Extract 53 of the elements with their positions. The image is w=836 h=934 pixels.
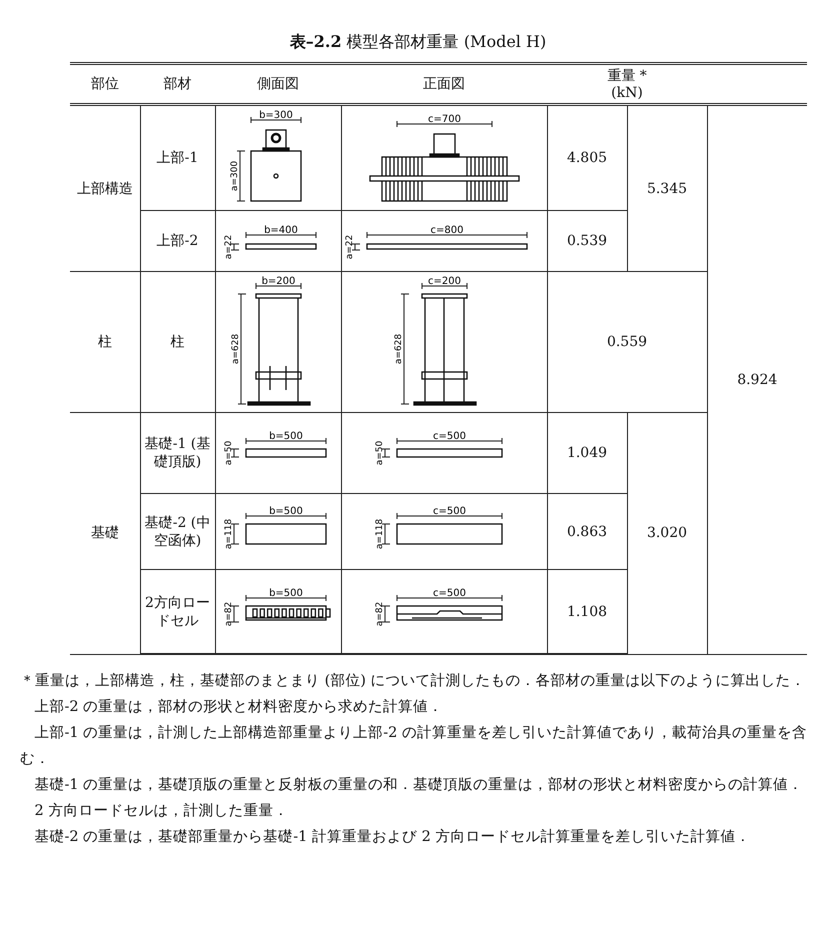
dimension-label: b=500 xyxy=(268,431,302,442)
member-name: 上部-2 xyxy=(156,232,200,250)
part-name: 上部構造 xyxy=(76,180,133,196)
dimension-label: a=118 xyxy=(374,518,384,550)
dimension-label: b=500 xyxy=(268,588,302,599)
dimension-label: c=800 xyxy=(430,225,463,236)
subtotal-weight: 3.020 xyxy=(646,525,688,542)
part-name: 基礎 xyxy=(90,525,119,542)
part-name: 柱 xyxy=(98,334,112,350)
dimension-label: c=200 xyxy=(428,276,460,287)
dimension-label: c=500 xyxy=(432,506,466,517)
dimension-label: a=50 xyxy=(224,440,234,466)
column-header: 部材 xyxy=(164,76,192,92)
note-text: 2 方向ロードセルは，計測した重量． xyxy=(34,802,290,821)
note-text: 基礎-2 の重量は，基礎部重量から基礎-1 計算重量および 2 方向ロードセル計算重量を差し引いた計算値． xyxy=(34,828,752,847)
weight-value: 4.805 xyxy=(566,150,608,166)
note-text: 上部-1 の重量は，計測した上部構造部重量より上部-2 の計算重量を差し引いた計算値であり，載荷治具の重量を含む． xyxy=(20,724,808,769)
note-text: 上部-2 の重量は，部材の形状と材料密度から求めた計算値． xyxy=(34,698,444,717)
dimension-label: a=628 xyxy=(394,334,404,364)
weight-value: 0.863 xyxy=(566,524,608,540)
note-text: ＊重量は，上部構造，柱，基礎部のまとまり (部位) について計測したもの．各部材の重量は以下のように算出した． xyxy=(20,672,807,691)
dimension-label: b=200 xyxy=(261,276,295,287)
dimension-label: a=300 xyxy=(230,160,240,192)
dimension-label: a=22 xyxy=(224,234,234,260)
member-name: 上部-1 xyxy=(156,149,200,167)
dimension-label: b=500 xyxy=(268,506,302,517)
column-header: 正面図 xyxy=(423,76,465,92)
column-header: 重量 * (kN) xyxy=(606,67,648,101)
note-text: 基礎-1 の重量は，基礎頂版の重量と反射板の重量の和．基礎頂版の重量は，部材の形状と材料密度からの計算値． xyxy=(34,776,804,795)
weight-value: 1.049 xyxy=(566,445,608,461)
member-name: 基礎-2 (中空函体) xyxy=(144,514,212,550)
dimension-label: a=82 xyxy=(374,602,384,626)
column-header: 部位 xyxy=(91,76,119,92)
table-title: 表–2.2 模型各部材重量 (Model H) xyxy=(288,32,548,53)
dimension-label: a=118 xyxy=(224,518,234,550)
dimension-label: a=50 xyxy=(374,440,384,466)
dimension-label: a=628 xyxy=(230,334,240,364)
subtotal-weight: 5.345 xyxy=(646,180,688,196)
column-header: 側面図 xyxy=(257,76,299,92)
dimension-label: a=22 xyxy=(344,234,354,260)
member-name: 基礎-1 (基礎頂版) xyxy=(144,435,212,471)
member-name: 2方向ロードセル xyxy=(144,594,211,630)
dimension-label: a=82 xyxy=(224,602,234,626)
weight-value: 0.539 xyxy=(566,233,608,249)
dimension-label: c=500 xyxy=(432,588,466,599)
total-weight: 8.924 xyxy=(737,372,778,388)
member-name: 柱 xyxy=(170,333,186,351)
weight-value: 0.559 xyxy=(606,334,648,350)
dimension-label: c=500 xyxy=(432,431,466,442)
dimension-label: b=400 xyxy=(264,225,298,236)
dimension-label: b=300 xyxy=(258,110,292,121)
weight-value: 1.108 xyxy=(566,604,608,620)
dimension-label: c=700 xyxy=(428,114,460,125)
